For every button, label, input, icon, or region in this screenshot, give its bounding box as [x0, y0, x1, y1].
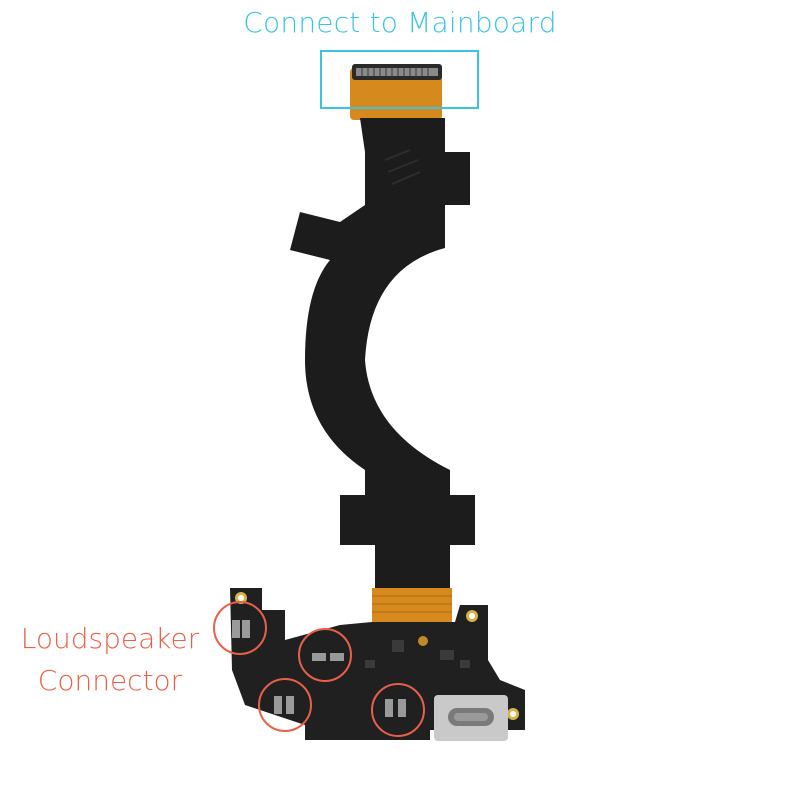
mainboard-label: Connect to Mainboard: [243, 6, 557, 39]
black-flex-cable: [290, 118, 475, 595]
mainboard-highlight-box: [320, 50, 479, 109]
board-connector-icon: [352, 64, 442, 80]
loudspeaker-label-line2: Connector: [37, 664, 183, 697]
loudspeaker-label: Loudspeaker Connector: [10, 618, 210, 702]
usb-c-port-icon: [434, 695, 508, 741]
board-components: [365, 636, 470, 668]
bottom-copper-flex: [372, 588, 452, 622]
flex-markings: [384, 149, 421, 185]
loudspeaker-label-line1: Loudspeaker: [20, 622, 200, 655]
mounting-holes: [235, 592, 519, 720]
speaker-contact-icon: [232, 620, 406, 717]
loudspeaker-highlight-circles: [213, 601, 425, 737]
